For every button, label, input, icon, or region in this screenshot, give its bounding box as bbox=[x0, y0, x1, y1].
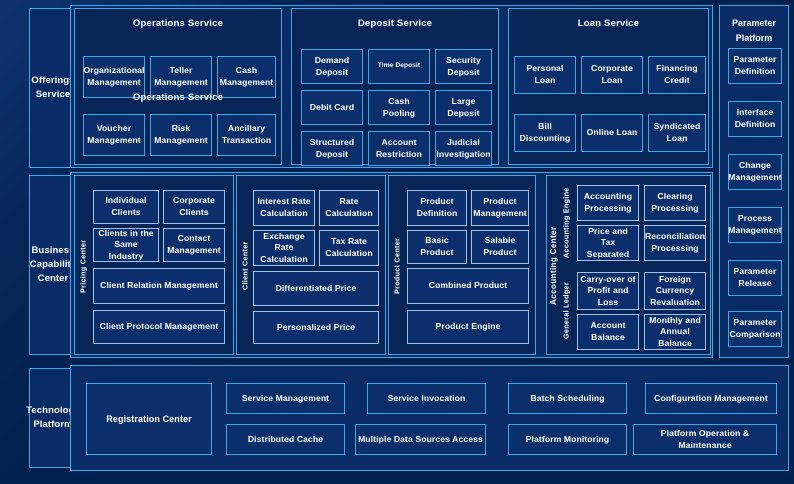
panel-client-center-label: Client Center bbox=[240, 241, 250, 291]
panel-operations-service-title: Operations Service bbox=[132, 18, 224, 29]
tier-label-business-capability-center-text: Business Capability Center bbox=[29, 245, 77, 284]
capability-box[interactable]: Reconciliation Processing bbox=[644, 225, 706, 261]
capability-box[interactable]: Salable Product bbox=[471, 230, 529, 264]
capability-box[interactable]: Corporate Clients bbox=[163, 190, 225, 224]
panel-operations-service-title-duplicate: Operations Service bbox=[132, 92, 224, 103]
tier-label-business-capability-center[interactable]: Business Capability Center bbox=[29, 175, 77, 355]
capability-box[interactable]: Interface Definition bbox=[728, 101, 782, 137]
capability-box[interactable]: Online Loan bbox=[581, 114, 643, 152]
capability-box[interactable]: Accounting Processing bbox=[577, 185, 639, 221]
capability-box[interactable]: Financing Credit bbox=[648, 56, 706, 94]
capability-box[interactable]: Structured Deposit bbox=[301, 131, 363, 166]
capability-box[interactable]: Product Management bbox=[471, 190, 529, 226]
capability-box[interactable]: Monthly and Annual Balance bbox=[644, 314, 706, 350]
capability-box[interactable]: Foreign Currency Revaluation bbox=[644, 272, 706, 310]
capability-box[interactable]: Rate Calculation bbox=[319, 190, 379, 226]
panel-loan-service-title: Loan Service bbox=[577, 18, 640, 29]
capability-box[interactable]: Contact Management bbox=[163, 228, 225, 262]
panel-pricing-center[interactable]: Pricing Center Individual Clients Corpor… bbox=[74, 175, 234, 355]
capability-box[interactable]: Syndicated Loan bbox=[648, 114, 706, 152]
capability-box[interactable]: Multiple Data Sources Access bbox=[355, 424, 486, 455]
capability-box[interactable]: Ancillary Transaction bbox=[217, 114, 276, 156]
capability-box[interactable]: Configuration Management bbox=[645, 383, 777, 414]
capability-box[interactable]: Personalized Price bbox=[253, 311, 379, 344]
capability-box[interactable]: Platform Operation & Maintenance bbox=[633, 424, 777, 455]
capability-box[interactable]: Clients in the Same Industry bbox=[93, 228, 159, 262]
capability-box[interactable]: Voucher Management bbox=[83, 114, 145, 156]
capability-box[interactable]: Exchange Rate Calculation bbox=[253, 230, 315, 266]
panel-loan-service[interactable]: Loan Service Personal Loan Corporate Loa… bbox=[508, 8, 709, 165]
capability-box[interactable]: Client Relation Management bbox=[93, 268, 225, 304]
capability-box-registration-center[interactable]: Registration Center bbox=[86, 383, 212, 455]
capability-box[interactable]: Parameter Release bbox=[728, 260, 782, 296]
capability-box[interactable]: Client Protocol Management bbox=[93, 310, 225, 344]
capability-box[interactable]: Cash Pooling bbox=[368, 90, 430, 125]
capability-box[interactable]: Basic Product bbox=[407, 230, 467, 264]
capability-box[interactable]: Product Engine bbox=[407, 310, 529, 344]
panel-accounting-center-label: Accounting Center bbox=[549, 226, 558, 306]
capability-box[interactable]: Process Management bbox=[728, 207, 782, 243]
tier-label-offerings-service-text: Offerings Service bbox=[31, 75, 75, 100]
capability-box[interactable]: Change Management bbox=[728, 154, 782, 190]
capability-box[interactable]: Risk Management bbox=[150, 114, 212, 156]
capability-box[interactable]: Platform Monitoring bbox=[508, 424, 627, 455]
capability-box[interactable]: Tax Rate Calculation bbox=[319, 230, 379, 266]
subgroup-accounting-engine-label: Accounting Engine bbox=[561, 187, 571, 259]
capability-box[interactable]: Price and Tax Separated bbox=[577, 225, 639, 261]
panel-product-center[interactable]: Product Center Product Definition Produc… bbox=[388, 175, 536, 355]
capability-box[interactable]: Organizational Management bbox=[83, 56, 145, 98]
capability-box[interactable]: Security Deposit bbox=[435, 49, 492, 84]
tier-label-technology-platform[interactable]: Technology Platform bbox=[26, 368, 80, 468]
tier-label-technology-platform-text: Technology Platform bbox=[26, 405, 80, 430]
capability-box[interactable]: Judicial Investigation bbox=[435, 131, 492, 166]
capability-box[interactable]: Interest Rate Calculation bbox=[253, 190, 315, 226]
capability-box[interactable]: Parameter Definition bbox=[728, 48, 782, 84]
capability-box[interactable]: Bill Discounting bbox=[514, 114, 576, 152]
panel-product-center-label: Product Center bbox=[392, 237, 402, 295]
capability-box[interactable]: Batch Scheduling bbox=[508, 383, 627, 414]
tier-label-offerings-service[interactable]: Offerings Service bbox=[29, 8, 77, 168]
capability-box[interactable]: Individual Clients bbox=[93, 190, 159, 224]
capability-box[interactable]: Account Balance bbox=[577, 314, 639, 350]
panel-deposit-service-title: Deposit Service bbox=[357, 18, 433, 29]
panel-client-center[interactable]: Client Center Interest Rate Calculation … bbox=[236, 175, 386, 355]
subgroup-general-ledger-label: General Ledger bbox=[561, 282, 571, 340]
panel-accounting-center[interactable]: Accounting Center Accounting Engine Gene… bbox=[546, 175, 711, 355]
capability-box[interactable]: Corporate Loan bbox=[581, 56, 643, 94]
capability-box[interactable]: Teller Management bbox=[150, 56, 212, 98]
capability-box[interactable]: Parameter Comparison bbox=[728, 311, 782, 347]
capability-box[interactable]: Personal Loan bbox=[514, 56, 576, 94]
capability-box[interactable]: Product Definition bbox=[407, 190, 467, 226]
panel-pricing-center-label: Pricing Center bbox=[78, 239, 88, 293]
capability-box[interactable]: Carry-over of Profit and Loss bbox=[577, 272, 639, 310]
capability-box[interactable]: Service Invocation bbox=[367, 383, 486, 414]
capability-box[interactable]: Service Management bbox=[226, 383, 345, 414]
capability-box[interactable]: Account Restriction bbox=[368, 131, 430, 166]
parameter-platform-rail: Parameter Platform Parameter Definition … bbox=[719, 5, 789, 358]
capability-box[interactable]: Debit Card bbox=[301, 90, 363, 125]
panel-deposit-service[interactable]: Deposit Service Demand Deposit Time Depo… bbox=[291, 8, 499, 166]
capability-box[interactable]: Large Deposit bbox=[435, 90, 492, 125]
capability-box[interactable]: Combined Product bbox=[407, 268, 529, 304]
capability-box[interactable]: Distributed Cache bbox=[226, 424, 345, 455]
parameter-platform-title: Parameter Platform bbox=[731, 18, 777, 44]
capability-box[interactable]: Time Deposit bbox=[368, 49, 430, 84]
panel-operations-service[interactable]: Operations Service Operations Service Or… bbox=[74, 8, 282, 165]
capability-box[interactable]: Differentiated Price bbox=[253, 271, 379, 306]
capability-box[interactable]: Demand Deposit bbox=[301, 49, 363, 84]
capability-box[interactable]: Cash Management bbox=[217, 56, 276, 98]
capability-box[interactable]: Clearing Processing bbox=[644, 185, 706, 221]
